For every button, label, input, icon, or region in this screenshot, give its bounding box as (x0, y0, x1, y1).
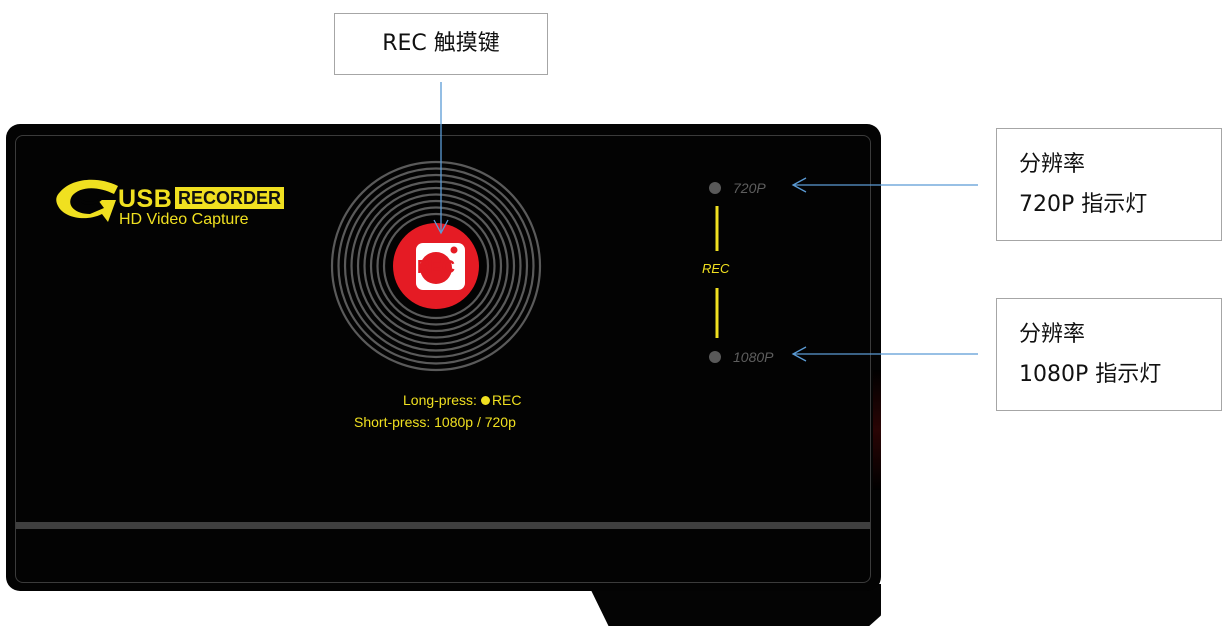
indicator-led-720p (709, 182, 721, 194)
touch-ring (350, 180, 522, 352)
callout-720p-line2: 720P 指示灯 (1019, 192, 1148, 217)
callout-720p-line1: 分辨率 (1019, 152, 1086, 177)
device-foot (588, 584, 881, 626)
device-bottom-strip (16, 522, 870, 529)
hint-long-press: Long-press: REC (403, 392, 522, 408)
device-side-glow (873, 370, 881, 490)
hint-short-press: Short-press: 1080p / 720p (354, 414, 516, 430)
logo-usb-text: USB (118, 185, 173, 213)
indicator-led-1080p (709, 351, 721, 363)
callout-1080p-line1: 分辨率 (1019, 322, 1086, 347)
camera-flash-dot (450, 246, 458, 254)
touch-ring (369, 199, 503, 333)
indicator-label-1080p: 1080P (733, 349, 774, 365)
callout-rec-key-text: REC 触摸键 (382, 31, 500, 56)
touch-ring (376, 206, 496, 326)
touch-ring (343, 173, 529, 359)
logo-subtitle: HD Video Capture (119, 211, 249, 228)
arrow-rec-head (433, 219, 449, 235)
camera-lens-icon (420, 252, 452, 284)
touch-ring-pattern (330, 160, 542, 372)
indicator-label-rec: REC (702, 261, 730, 276)
touch-ring (330, 160, 542, 372)
callout-720p-indicator: 分辨率 720P 指示灯 (996, 128, 1222, 241)
rec-dot-icon (480, 396, 490, 405)
device-faceplate (15, 135, 871, 583)
touch-ring (382, 212, 490, 320)
arrow-720-head (791, 177, 807, 193)
touch-ring (363, 193, 509, 339)
callout-1080p-line2: 1080P 指示灯 (1019, 362, 1162, 387)
rec-button-label: REC (416, 257, 455, 277)
touch-ring (337, 167, 535, 365)
callout-1080p-indicator: 分辨率 1080P 指示灯 (996, 298, 1222, 411)
indicator-label-720p: 720P (733, 180, 766, 196)
logo-recorder-badge: RECORDER (175, 187, 285, 209)
callout-rec-key: REC 触摸键 (334, 13, 548, 75)
logo-swoosh-icon (56, 179, 118, 222)
hint-long-prefix: Long-press: (403, 392, 477, 408)
arrow-1080-head (791, 346, 807, 362)
hint-long-suffix: REC (491, 392, 522, 408)
touch-ring (356, 186, 516, 346)
